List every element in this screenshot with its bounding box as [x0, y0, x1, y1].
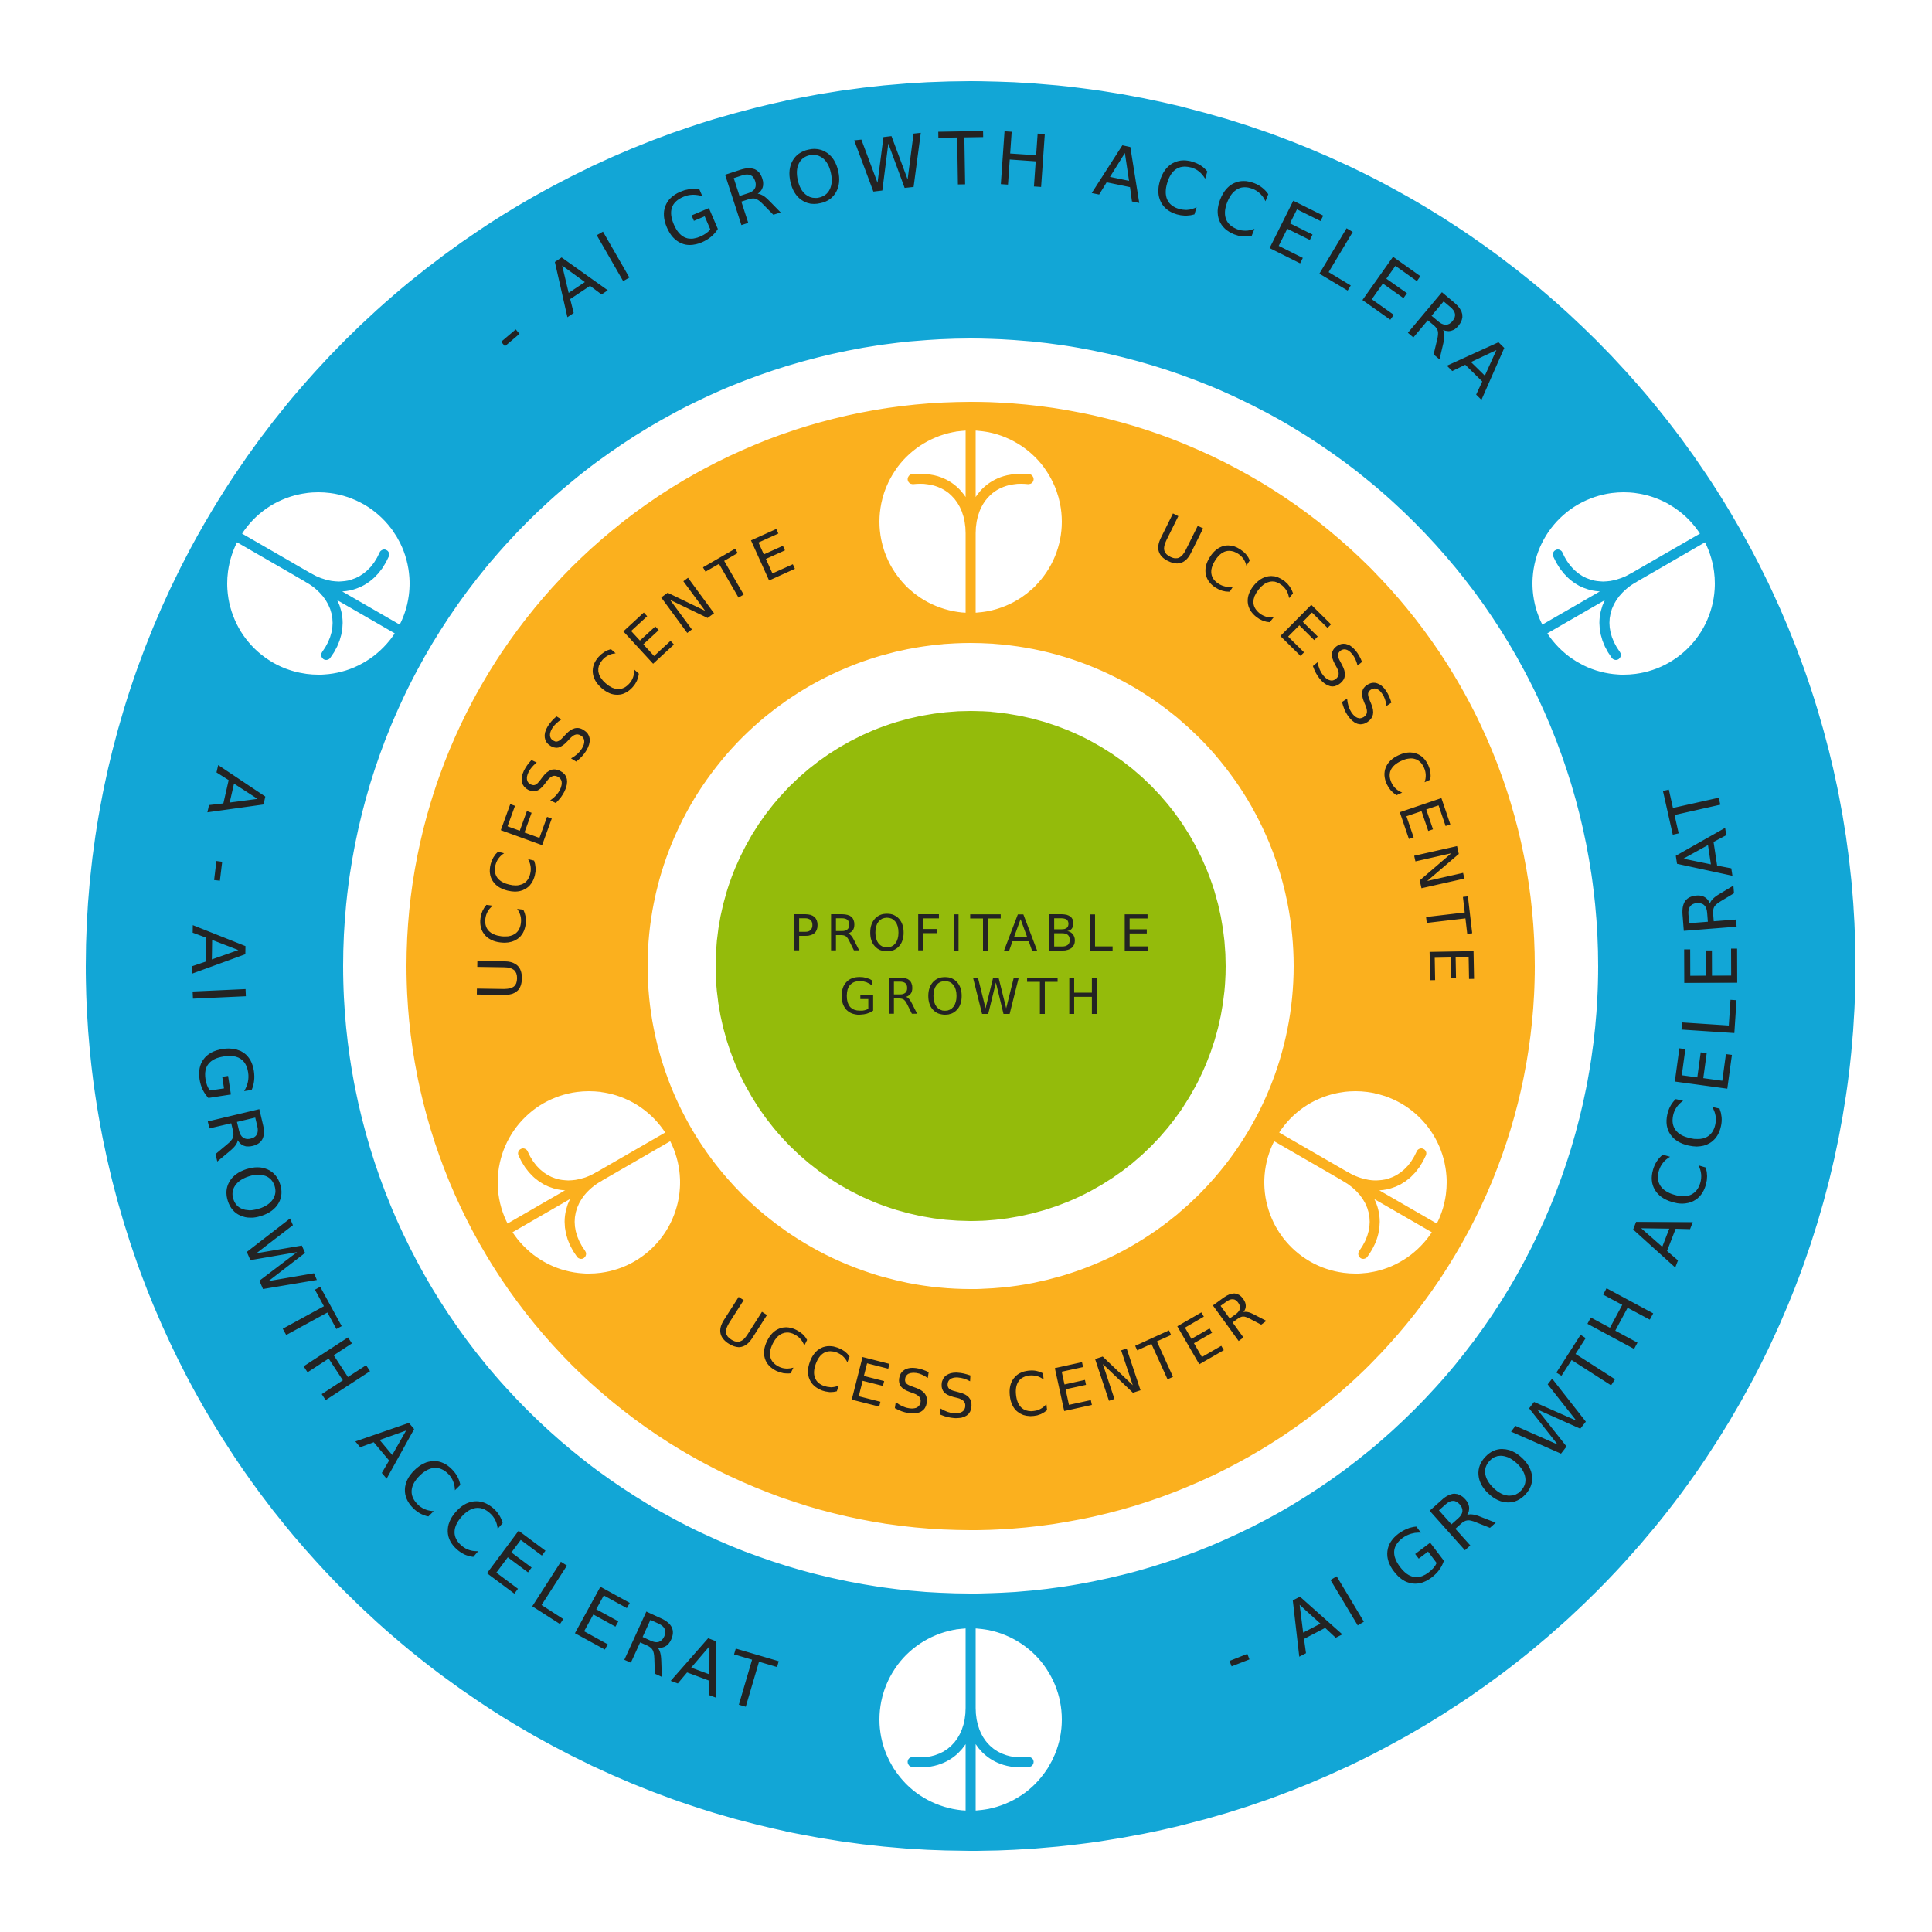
core-label-line1: PROFITABLE	[789, 906, 1158, 963]
growth-arrow-icon	[1532, 492, 1715, 675]
growth-arrow-icon	[498, 1091, 680, 1274]
core-circle	[716, 711, 1226, 1221]
core-label-line2: GROWTH	[839, 969, 1109, 1026]
growth-arrow-icon	[879, 425, 1062, 618]
growth-arrow-icon	[1264, 1091, 1447, 1274]
growth-arrow-icon	[879, 1623, 1062, 1816]
growth-arrow-icon	[227, 492, 410, 675]
